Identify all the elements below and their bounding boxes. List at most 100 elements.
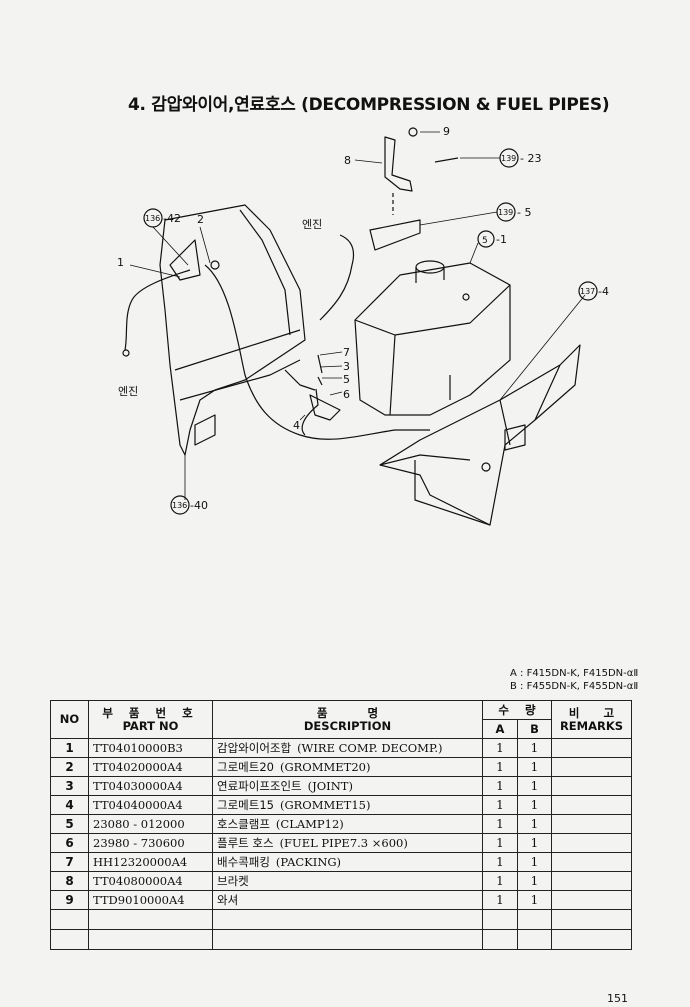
callout-6: 6 [343, 388, 350, 401]
row-description: 브라켓 [212, 871, 483, 891]
row-desc-ko: 감압와이어조합 [217, 741, 292, 755]
col-description: 품 명 DESCRIPTION [212, 700, 483, 739]
row-part-no: TT04040000A4 [88, 795, 213, 815]
model-a: A : F415DN-K, F415DN-αⅡ [510, 668, 639, 679]
row-desc-ko: 연료파이프조인트 [217, 779, 302, 793]
row-qty-b: 1 [517, 871, 552, 891]
row-part-no: 23980 - 730600 [88, 833, 213, 853]
row-no: 3 [50, 776, 89, 796]
empty-cell [212, 909, 483, 930]
row-qty-a: 1 [482, 795, 518, 815]
row-part-no: TT04010000B3 [88, 738, 213, 758]
row-desc-en: (FUEL PIPE7.3 ×600) [279, 836, 408, 850]
engine-label-top: 엔진 [302, 218, 322, 231]
row-qty-a: 1 [482, 852, 518, 872]
table-row: 1 TT04010000B3 감압와이어조합 (WIRE COMP. DECOMP.)… [50, 738, 632, 758]
callout-8: 8 [344, 154, 351, 167]
row-qty-a: 1 [482, 757, 518, 777]
row-qty-b: 1 [517, 852, 552, 872]
empty-cell [551, 929, 632, 950]
table-row-empty [50, 929, 632, 950]
col-qty-b: B [517, 719, 552, 739]
ref-136-42-number: 136 [145, 214, 160, 223]
row-description: 호스클램프 (CLAMP12) [212, 814, 483, 834]
callout-4: 4 [293, 419, 300, 432]
row-remarks [551, 814, 632, 834]
row-desc-ko: 그로메트20 [217, 760, 274, 774]
row-no: 8 [50, 871, 89, 891]
row-description: 플루트 호스(FUEL PIPE7.3 ×600) [212, 833, 483, 853]
row-no: 5 [50, 814, 89, 834]
fuel-hose-drawing [284, 354, 341, 436]
row-part-no: TT04030000A4 [88, 776, 213, 796]
empty-cell [50, 909, 89, 930]
row-description: 감압와이어조합 (WIRE COMP. DECOMP.) [212, 738, 483, 758]
empty-cell [88, 929, 213, 950]
col-desc-en: DESCRIPTION [303, 718, 392, 733]
ref-139-5-number: 139 [498, 208, 513, 217]
empty-cell [517, 929, 552, 950]
row-desc-en: (GROMMET20) [279, 760, 371, 774]
row-qty-a: 1 [482, 871, 518, 891]
engine-label-left: 엔진 [118, 385, 138, 398]
row-desc-en: (WIRE COMP. DECOMP.) [297, 741, 443, 755]
col-remarks: 비 고 REMARKS [551, 700, 632, 739]
row-no: 7 [50, 852, 89, 872]
col-desc-ko: 품 명 [316, 705, 379, 720]
side-cover-drawing [159, 204, 306, 456]
row-qty-a: 1 [482, 776, 518, 796]
callout-2: 2 [197, 213, 204, 226]
ref-5-1-suffix: -1 [496, 233, 507, 246]
row-desc-ko: 브라켓 [217, 874, 249, 888]
bracket-drawing [369, 127, 459, 251]
row-desc-en: (GROMMET15) [279, 798, 371, 812]
page-title: 4. 감압와이어,연료호스 (DECOMPRESSION & FUEL PIPE… [128, 95, 610, 115]
empty-cell [212, 929, 483, 950]
ref-136-40-number: 136 [172, 501, 187, 510]
col-qty-a: A [482, 719, 518, 739]
ref-139-23-number: 139 [501, 154, 516, 163]
col-rem-ko: 비 고 [568, 705, 615, 720]
row-part-no: TT04020000A4 [88, 757, 213, 777]
row-no: 9 [50, 890, 89, 910]
row-remarks [551, 852, 632, 872]
row-qty-a: 1 [482, 814, 518, 834]
row-no: 6 [50, 833, 89, 853]
callout-1: 1 [117, 256, 124, 269]
callout-9: 9 [443, 125, 450, 138]
row-desc-en: (CLAMP12) [275, 817, 344, 831]
row-qty-a: 1 [482, 890, 518, 910]
row-part-no: TTD9010000A4 [88, 890, 213, 910]
row-qty-a: 1 [482, 738, 518, 758]
row-remarks [551, 738, 632, 758]
model-b: B : F455DN-K, F455DN-αⅡ [510, 681, 639, 692]
col-no: NO [50, 700, 89, 739]
row-description: 와셔 [212, 890, 483, 910]
empty-cell [482, 929, 518, 950]
row-no: 2 [50, 757, 89, 777]
ref-137-4-number: 137 [580, 287, 595, 296]
row-qty-b: 1 [517, 814, 552, 834]
row-desc-ko: 호스클램프 [217, 817, 270, 831]
callout-5: 5 [343, 373, 350, 386]
row-part-no: 23080 - 012000 [88, 814, 213, 834]
row-description: 배수콕패킹(PACKING) [212, 852, 483, 872]
row-part-no: TT04080000A4 [88, 871, 213, 891]
col-part-en: PART NO [122, 718, 179, 733]
row-qty-a: 1 [482, 833, 518, 853]
row-remarks [551, 833, 632, 853]
callout-7: 7 [343, 346, 350, 359]
row-qty-b: 1 [517, 776, 552, 796]
empty-cell [551, 909, 632, 930]
fuel-tank-drawing [354, 260, 511, 416]
row-qty-b: 1 [517, 738, 552, 758]
page-number: 151 [607, 992, 628, 1005]
ref-139-5-suffix: - 5 [517, 206, 531, 219]
